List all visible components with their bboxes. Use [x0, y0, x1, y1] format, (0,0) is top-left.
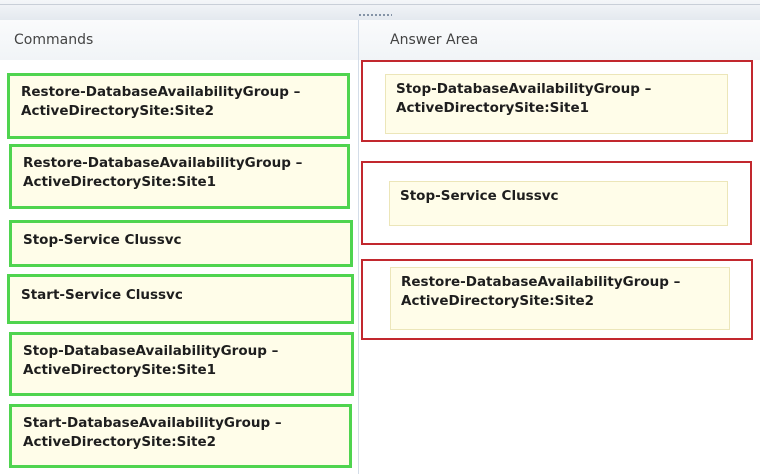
answer-item[interactable]: Restore-DatabaseAvailabilityGroup – Acti…: [390, 267, 730, 330]
column-divider[interactable]: [358, 20, 359, 474]
answer-line-2: ActiveDirectorySite:Site1: [396, 100, 590, 116]
answer-item[interactable]: Stop-DatabaseAvailabilityGroup – ActiveD…: [385, 74, 728, 134]
answer-slot[interactable]: Restore-DatabaseAvailabilityGroup – Acti…: [361, 259, 753, 340]
command-line-2: ActiveDirectorySite:Site1: [23, 362, 217, 378]
command-line-1: Stop-DatabaseAvailabilityGroup –: [23, 343, 279, 359]
answer-line-1: Stop-Service Clussvc: [400, 188, 559, 204]
command-line-1: Start-Service Clussvc: [21, 287, 183, 303]
answer-area-header: Answer Area: [359, 20, 760, 60]
command-line-2: ActiveDirectorySite:Site2: [21, 103, 215, 119]
answer-slot[interactable]: Stop-DatabaseAvailabilityGroup – ActiveD…: [361, 60, 753, 142]
command-line-1: Restore-DatabaseAvailabilityGroup –: [21, 84, 301, 100]
commands-header: Commands: [0, 20, 358, 60]
answer-line-1: Stop-DatabaseAvailabilityGroup –: [396, 81, 652, 97]
drag-grip-icon[interactable]: [358, 13, 392, 18]
command-line-1: Start-DatabaseAvailabilityGroup –: [23, 415, 282, 431]
command-line-2: ActiveDirectorySite:Site2: [23, 434, 217, 450]
command-line-1: Stop-Service Clussvc: [23, 232, 182, 248]
command-item[interactable]: Restore-DatabaseAvailabilityGroup – Acti…: [9, 144, 350, 209]
toolbar-strip: [0, 0, 760, 21]
answer-slot[interactable]: Stop-Service Clussvc: [361, 161, 752, 245]
command-line-2: ActiveDirectorySite:Site1: [23, 174, 217, 190]
answer-line-1: Restore-DatabaseAvailabilityGroup –: [401, 274, 681, 290]
command-line-1: Restore-DatabaseAvailabilityGroup –: [23, 155, 303, 171]
answer-line-2: ActiveDirectorySite:Site2: [401, 293, 595, 309]
answer-item[interactable]: Stop-Service Clussvc: [389, 181, 728, 226]
command-item[interactable]: Start-Service Clussvc: [7, 274, 354, 324]
command-item[interactable]: Stop-DatabaseAvailabilityGroup – ActiveD…: [9, 332, 354, 396]
command-item[interactable]: Restore-DatabaseAvailabilityGroup – Acti…: [7, 73, 350, 139]
command-item[interactable]: Stop-Service Clussvc: [9, 220, 353, 267]
command-item[interactable]: Start-DatabaseAvailabilityGroup – Active…: [9, 404, 352, 468]
